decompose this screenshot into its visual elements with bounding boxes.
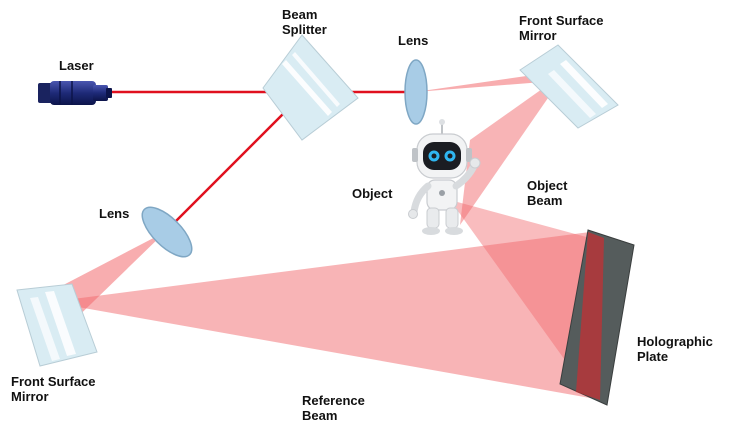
- laser-beam-line-down: [164, 91, 306, 233]
- beam-splitter-label: Beam Splitter: [282, 7, 327, 37]
- reference-beam: [50, 232, 590, 398]
- laser-label: Laser: [59, 58, 94, 73]
- front-surface-mirror-top-label: Front Surface Mirror: [519, 13, 604, 43]
- lens-bottom-label: Lens: [99, 206, 130, 221]
- object-illumination-beam: [460, 72, 566, 225]
- laser-device: [38, 81, 112, 105]
- reference-beam-label: Reference Beam: [302, 393, 365, 423]
- holographic-plate-label: Holographic Plate: [637, 334, 713, 364]
- front-surface-mirror-top: [519, 44, 619, 129]
- holographic-plate: [559, 229, 635, 406]
- front-surface-mirror-bottom-label: Front Surface Mirror: [11, 374, 96, 404]
- lens-top-label: Lens: [398, 33, 429, 48]
- robot-object-icon: [408, 119, 481, 235]
- object-beam-label: Object Beam: [527, 178, 568, 208]
- front-surface-mirror-bottom: [16, 283, 98, 367]
- object-beam: [450, 200, 590, 395]
- lens-bottom: [141, 206, 193, 258]
- object-label: Object: [352, 186, 393, 201]
- lens-top: [404, 59, 428, 125]
- beam-splitter: [262, 34, 359, 141]
